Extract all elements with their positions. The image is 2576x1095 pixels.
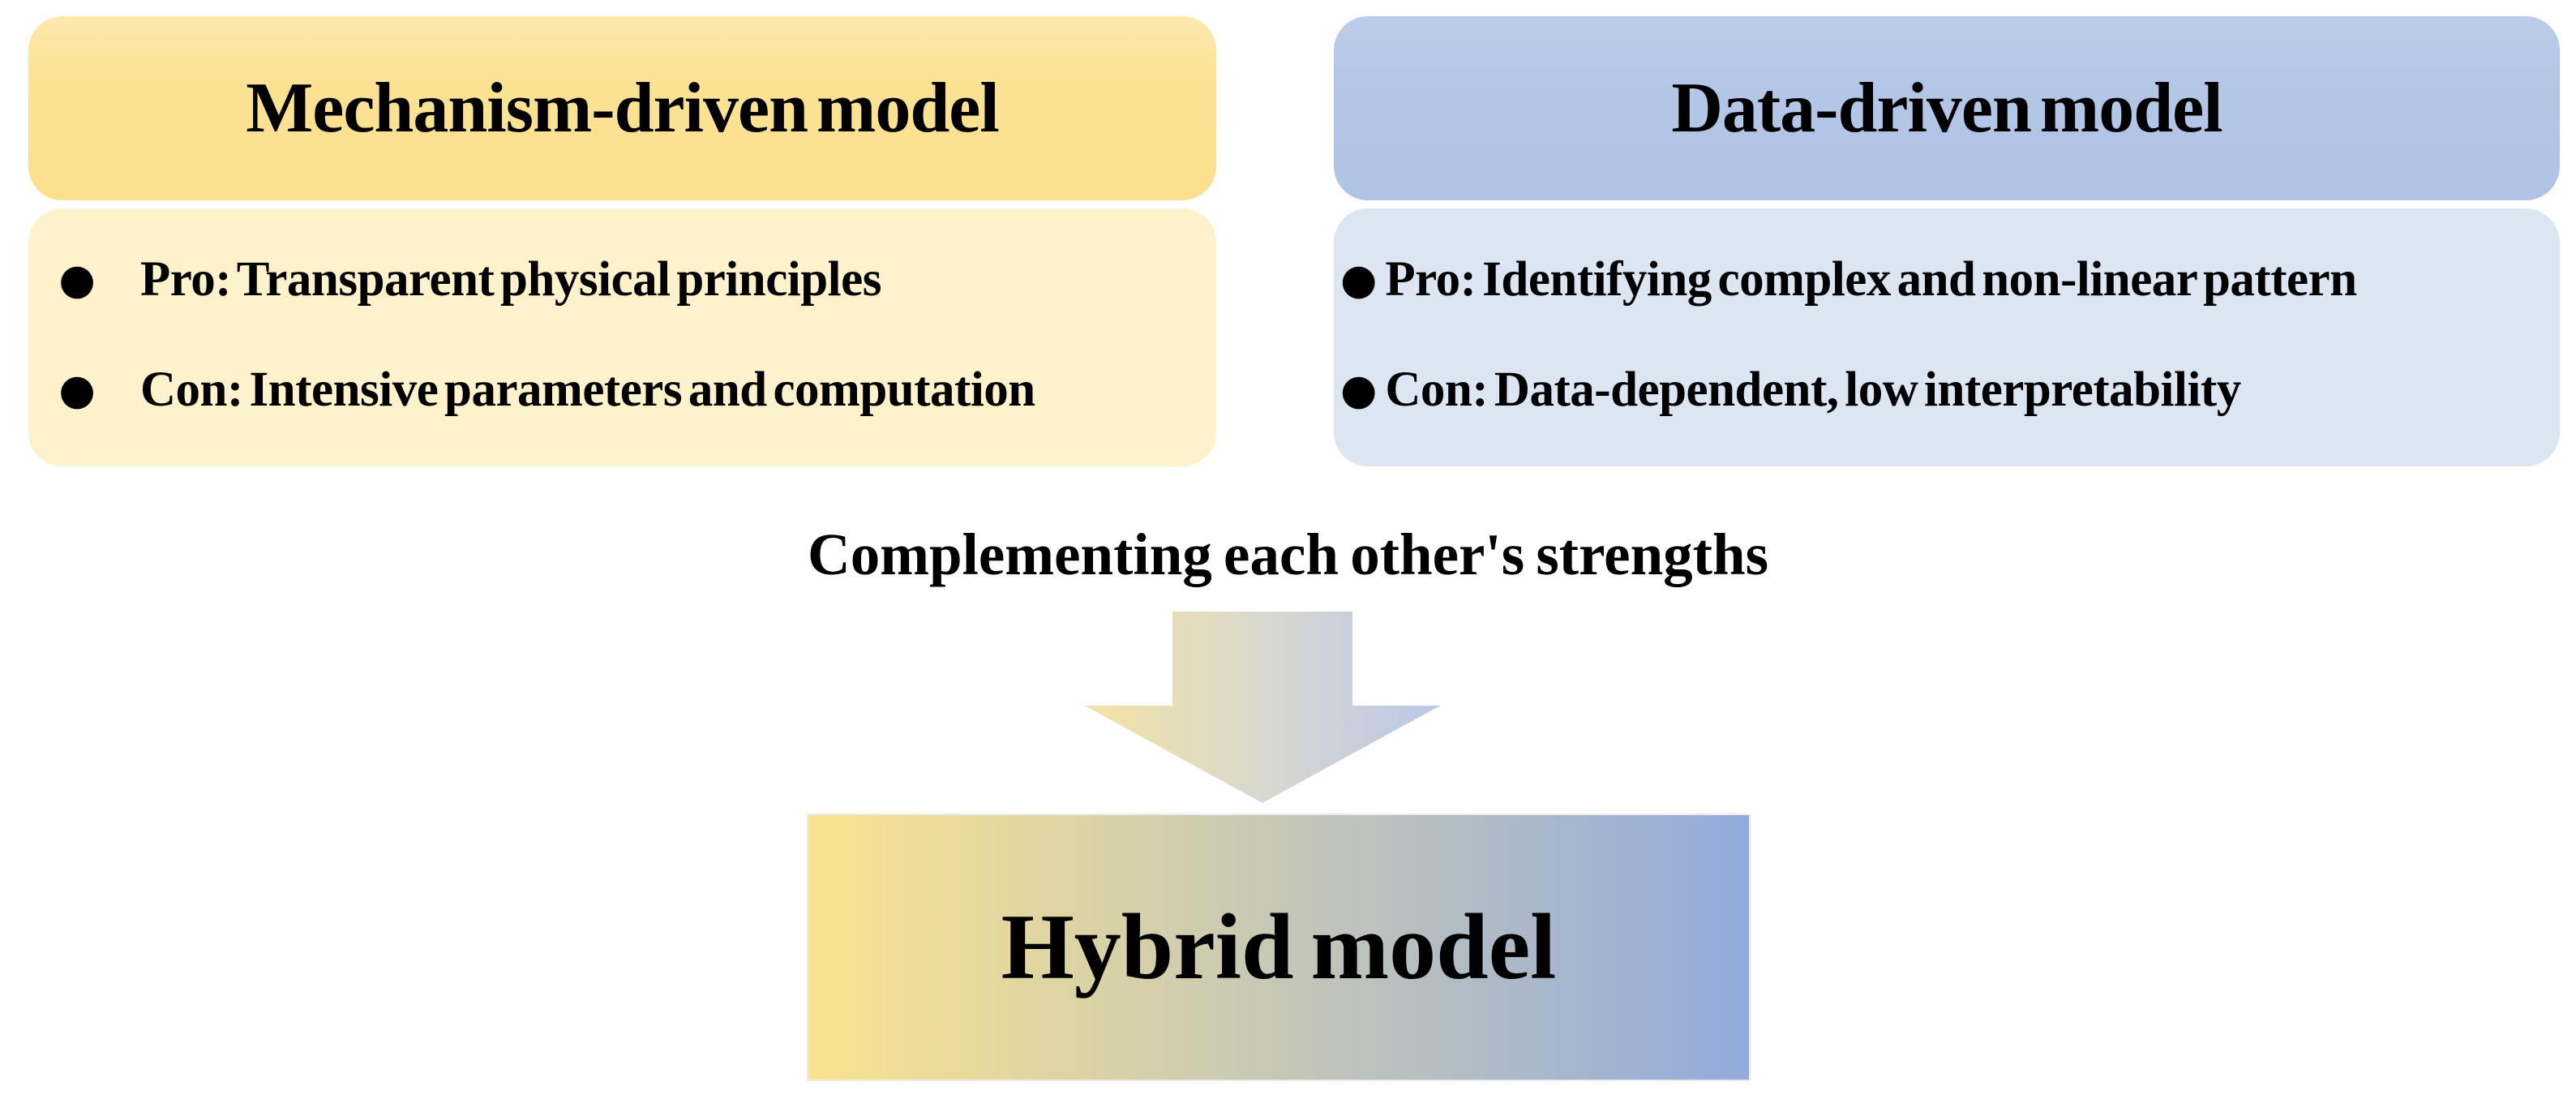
- data-model-header: Data-driven model: [1334, 16, 2560, 200]
- bullet-icon: ●: [1340, 256, 1378, 304]
- data-con-text: Con: Data-dependent, low interpretabilit…: [1385, 363, 2241, 417]
- mechanism-pro-text: Pro: Transparent physical principles: [140, 252, 881, 307]
- mechanism-con-item: ● Con: Intensive parameters and computat…: [28, 362, 1216, 419]
- mechanism-model-header: Mechanism-driven model: [28, 16, 1216, 200]
- bullet-icon: ●: [58, 366, 96, 414]
- mechanism-model-title: Mechanism-driven model: [246, 69, 1000, 148]
- data-model-title: Data-driven model: [1671, 69, 2222, 148]
- mechanism-model-body: ● Pro: Transparent physical principles ●…: [28, 208, 1216, 466]
- data-con-item: ● Con: Data-dependent, low interpretabil…: [1334, 362, 2560, 419]
- hybrid-model-label: Hybrid model: [1001, 895, 1557, 999]
- data-pro-text: Pro: Identifying complex and non-linear …: [1385, 252, 2357, 307]
- bullet-icon: ●: [1340, 366, 1378, 414]
- mechanism-pro-item: ● Pro: Transparent physical principles: [28, 251, 1216, 308]
- mechanism-con-text: Con: Intensive parameters and computatio…: [140, 363, 1035, 417]
- data-model-body: ● Pro: Identifying complex and non-linea…: [1334, 208, 2560, 466]
- down-arrow-icon: [1085, 612, 1440, 803]
- connector-label: Complementing each other's strengths: [808, 522, 1768, 587]
- hybrid-model-box: Hybrid model: [807, 814, 1751, 1081]
- data-pro-item: ● Pro: Identifying complex and non-linea…: [1334, 251, 2560, 308]
- bullet-icon: ●: [58, 256, 96, 304]
